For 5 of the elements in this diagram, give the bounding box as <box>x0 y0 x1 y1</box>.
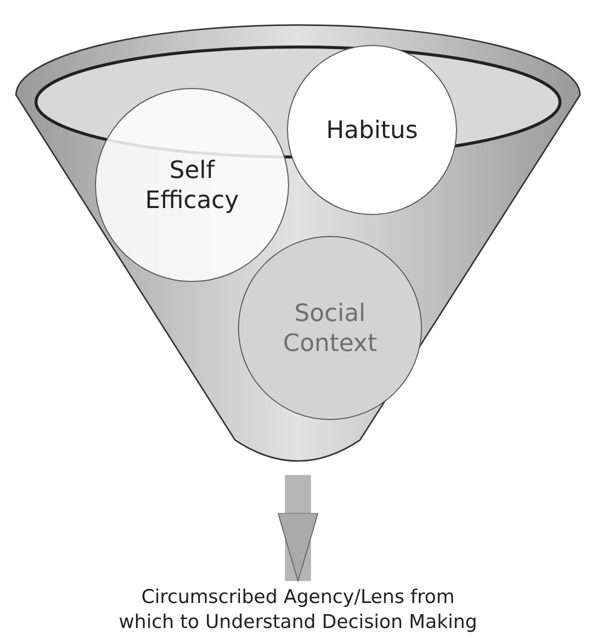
circle-label: Self Efficacy <box>144 155 240 215</box>
block-arrow <box>278 475 318 582</box>
circle-label: Habitus <box>326 115 418 145</box>
outcome-text: Circumscribed Agency/Lens from which to Understand Decision Making <box>118 585 478 634</box>
circle-label: Social Context <box>282 298 378 358</box>
